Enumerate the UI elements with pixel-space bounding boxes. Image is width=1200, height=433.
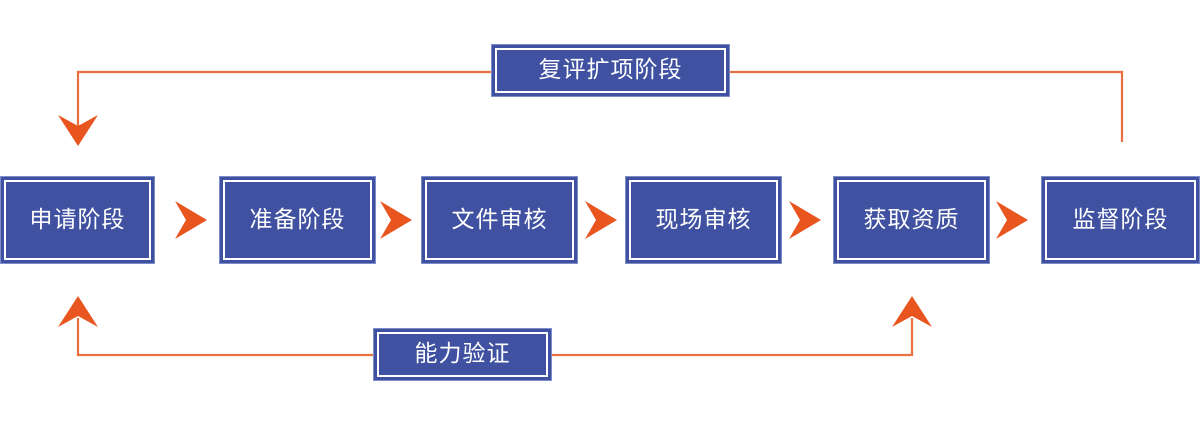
arrow-up-icon-left <box>58 296 98 327</box>
stage-label: 准备阶段 <box>249 206 346 233</box>
chevron-right-icon-1 <box>172 198 210 242</box>
arrow-down-icon <box>58 115 98 146</box>
stage-node-supervision[interactable]: 监督阶段 <box>1041 176 1200 264</box>
stage-node-document-review[interactable]: 文件审核 <box>421 176 578 264</box>
loop-bottom-node[interactable]: 能力验证 <box>373 328 552 381</box>
loop-top-node[interactable]: 复评扩项阶段 <box>491 44 730 97</box>
chevron-right-icon-2 <box>377 198 415 242</box>
stage-node-preparation[interactable]: 准备阶段 <box>219 176 376 264</box>
arrow-up-icon-right <box>892 296 932 327</box>
stage-label: 申请阶段 <box>29 206 126 233</box>
chevron-right-icon-3 <box>582 198 620 242</box>
stage-label: 监督阶段 <box>1072 206 1169 233</box>
stage-label: 文件审核 <box>451 206 548 233</box>
chevron-right-icon-5 <box>993 198 1031 242</box>
stage-label: 获取资质 <box>863 206 960 233</box>
stage-node-obtain-qualification[interactable]: 获取资质 <box>833 176 990 264</box>
stage-node-onsite-audit[interactable]: 现场审核 <box>625 176 782 264</box>
loop-top-label: 复评扩项阶段 <box>538 57 683 83</box>
stage-node-application[interactable]: 申请阶段 <box>0 176 155 264</box>
stage-label: 现场审核 <box>655 206 752 233</box>
loop-bottom-label: 能力验证 <box>414 341 511 367</box>
chevron-right-icon-4 <box>786 198 824 242</box>
